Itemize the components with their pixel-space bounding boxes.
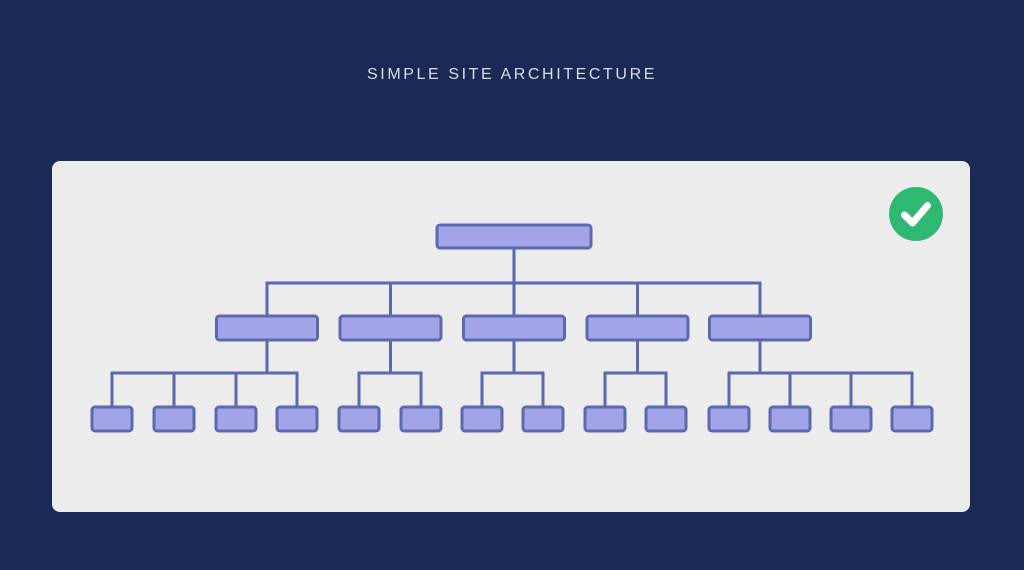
site-architecture-diagram	[90, 223, 934, 433]
leaf-page-node	[521, 405, 565, 433]
section-page-node	[215, 314, 319, 342]
section-page-node	[462, 314, 566, 342]
leaf-page-node	[583, 405, 627, 433]
leaf-page-node	[152, 405, 196, 433]
success-badge	[889, 187, 943, 241]
section-page-node	[338, 314, 443, 342]
root-page-node	[435, 223, 593, 250]
leaf-page-node	[768, 405, 812, 433]
leaf-page-node	[890, 405, 934, 433]
leaf-page-node	[644, 405, 688, 433]
leaf-page-node	[829, 405, 873, 433]
leaf-page-node	[337, 405, 381, 433]
section-page-node	[585, 314, 690, 342]
page-title: SIMPLE SITE ARCHITECTURE	[367, 66, 657, 83]
leaf-page-node	[399, 405, 443, 433]
leaf-page-node	[460, 405, 504, 433]
leaf-page-node	[275, 405, 319, 433]
leaf-page-node	[214, 405, 258, 433]
section-page-node	[708, 314, 812, 342]
diagram-card	[52, 161, 970, 512]
leaf-page-node	[707, 405, 751, 433]
leaf-page-node	[90, 405, 134, 433]
checkmark-icon	[901, 202, 931, 227]
